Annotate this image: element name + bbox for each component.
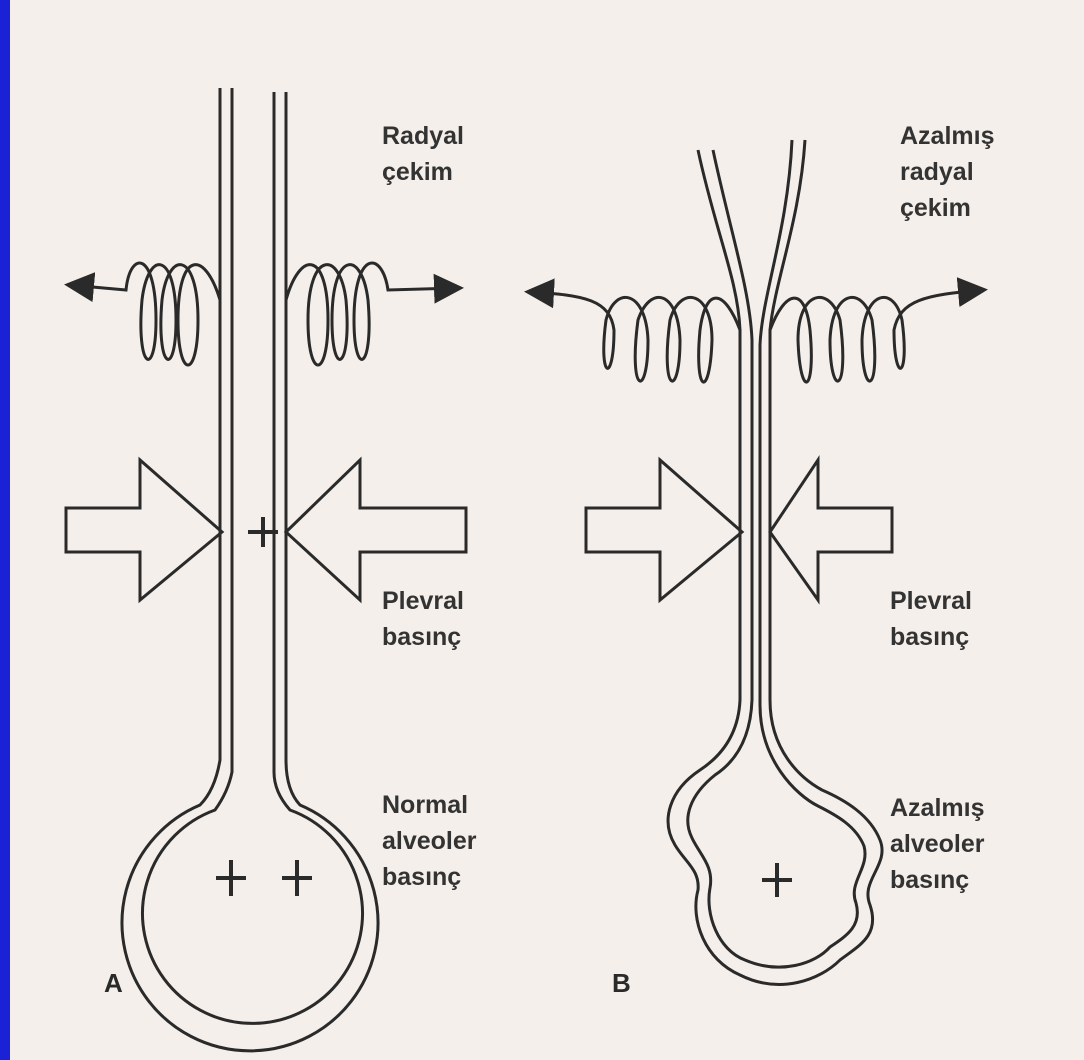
panel-label-b: B bbox=[612, 968, 631, 999]
diagram-frame: Radyal çekim Plevral basınç Normal alveo… bbox=[10, 0, 1084, 1060]
label-radial-traction-a: Radyal çekim bbox=[382, 118, 464, 190]
plus-sign bbox=[282, 860, 312, 896]
airway-wall-outer bbox=[122, 88, 378, 1051]
pleural-pressure-arrow-right bbox=[770, 460, 892, 600]
radial-traction-spring-right bbox=[286, 263, 458, 365]
pleural-pressure-arrow-left bbox=[586, 460, 742, 600]
label-alveolar-pressure-a: Normal alveoler basınç bbox=[382, 787, 477, 895]
airway-wall-inner bbox=[143, 88, 363, 1023]
label-radial-traction-b: Azalmış radyal çekim bbox=[900, 118, 994, 226]
label-alveolar-pressure-b: Azalmış alveoler basınç bbox=[890, 790, 985, 898]
panel-a bbox=[66, 88, 466, 1051]
pleural-pressure-arrow-right bbox=[286, 460, 466, 600]
panel-label-a: A bbox=[104, 968, 123, 999]
radial-traction-spring-left bbox=[530, 292, 740, 382]
airway-wall-outer bbox=[668, 140, 882, 984]
plus-sign bbox=[762, 863, 792, 897]
radial-traction-spring-right bbox=[770, 290, 982, 382]
label-pleural-pressure-b: Plevral basınç bbox=[890, 583, 972, 655]
label-pleural-pressure-a: Plevral basınç bbox=[382, 583, 464, 655]
pleural-pressure-arrow-left bbox=[66, 460, 222, 600]
plus-sign bbox=[216, 860, 246, 896]
radial-traction-spring-left bbox=[70, 263, 220, 365]
